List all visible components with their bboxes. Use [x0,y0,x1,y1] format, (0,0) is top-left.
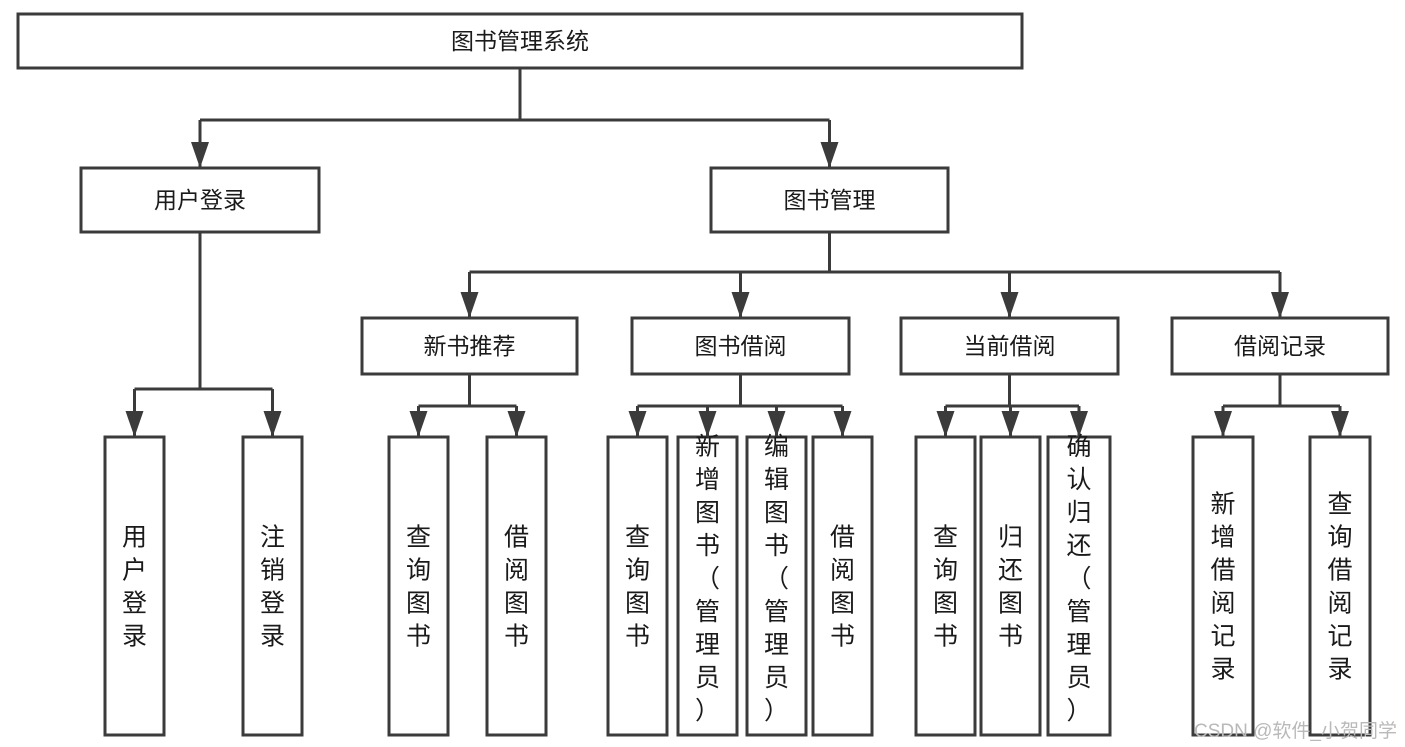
node-box [1046,435,1112,737]
diagram-node-l2-1[interactable]: 图书借阅 [630,316,851,376]
node-label: 确认归还（管理员） [1066,433,1091,725]
node-box [1170,316,1390,376]
node-label: 借阅记录 [1234,333,1326,359]
arrowhead-icon [507,411,526,437]
diagram-node-l1-1[interactable]: 图书管理 [709,166,950,234]
node-layer: 图书管理系统用户登录图书管理新书推荐图书借阅当前借阅借阅记录用户登录注销登录查询… [16,12,1390,737]
node-label: 查询借阅记录 [1327,491,1352,684]
diagram-node-leaf-0[interactable]: 用户登录 [103,435,166,737]
diagram-node-leaf-11[interactable]: 新增借阅记录 [1191,435,1255,737]
node-label: 查询图书 [406,524,431,651]
diagram-node-leaf-2[interactable]: 查询图书 [387,435,450,737]
arrowhead-icon [460,292,479,318]
node-label: 当前借阅 [964,333,1056,359]
node-box [16,12,1024,70]
node-box [676,435,739,737]
arrowhead-icon [263,411,282,437]
node-label: 借阅图书 [830,524,855,651]
arrowhead-icon [833,411,852,437]
node-box [914,435,977,737]
watermark-text: CSDN @软件_小贺同学 [1194,721,1397,742]
connector-layer [125,68,1349,437]
diagram-node-leaf-1[interactable]: 注销登录 [241,435,304,737]
arrowhead-icon [731,292,750,318]
arrowhead-icon [1000,292,1019,318]
diagram-node-leaf-4[interactable]: 查询图书 [606,435,669,737]
node-box [103,435,166,737]
node-label: 借阅图书 [504,524,529,651]
arrowhead-icon [698,411,717,437]
node-label: 图书管理 [784,187,876,213]
diagram-node-leaf-10[interactable]: 确认归还（管理员） [1046,433,1112,737]
node-label: 注销登录 [260,524,285,651]
diagram-node-l2-3[interactable]: 借阅记录 [1170,316,1390,376]
arrowhead-icon [1070,411,1088,437]
diagram-node-root-0[interactable]: 图书管理系统 [16,12,1024,70]
arrowhead-icon [628,411,647,437]
node-box [387,435,450,737]
arrowhead-icon [1331,411,1349,437]
node-box [811,435,874,737]
node-label: 归还图书 [998,524,1023,651]
diagram-node-leaf-6[interactable]: 编辑图书（管理员） [745,433,808,737]
diagram-node-leaf-3[interactable]: 借阅图书 [485,435,548,737]
node-label: 图书管理系统 [451,28,589,54]
diagram-node-leaf-9[interactable]: 归还图书 [979,435,1042,737]
node-label: 新增借阅记录 [1210,491,1235,684]
arrowhead-icon [1271,292,1289,318]
diagram-node-leaf-8[interactable]: 查询图书 [914,435,977,737]
arrowhead-icon [191,142,209,168]
node-box [485,435,548,737]
diagram-node-leaf-7[interactable]: 借阅图书 [811,435,874,737]
diagram-node-leaf-5[interactable]: 新增图书（管理员） [676,433,739,737]
arrowhead-icon [409,411,428,437]
node-label: 编辑图书（管理员） [764,433,789,725]
node-box [241,435,304,737]
node-box [899,316,1120,376]
node-box [630,316,851,376]
node-label: 用户登录 [154,187,246,213]
diagram-node-leaf-12[interactable]: 查询借阅记录 [1308,435,1372,737]
node-label: 新增图书（管理员） [695,433,720,725]
node-box [79,166,321,234]
node-label: 查询图书 [933,524,958,651]
arrowhead-icon [125,411,144,437]
diagram-node-l2-0[interactable]: 新书推荐 [360,316,579,376]
node-label: 图书借阅 [695,333,787,359]
diagram-node-l1-0[interactable]: 用户登录 [79,166,321,234]
node-box [745,435,808,737]
arrowhead-icon [767,411,786,437]
arrowhead-icon [1214,411,1232,437]
node-label: 查询图书 [625,524,650,651]
node-label: 新书推荐 [424,333,516,359]
arrowhead-icon [936,411,955,437]
arrowhead-icon [1001,411,1020,437]
node-label: 用户登录 [122,524,147,651]
node-box [979,435,1042,737]
node-box [360,316,579,376]
node-box [1308,435,1372,737]
node-box [709,166,950,234]
node-box [1191,435,1255,737]
node-box [606,435,669,737]
diagram-node-l2-2[interactable]: 当前借阅 [899,316,1120,376]
arrowhead-icon [820,142,839,168]
